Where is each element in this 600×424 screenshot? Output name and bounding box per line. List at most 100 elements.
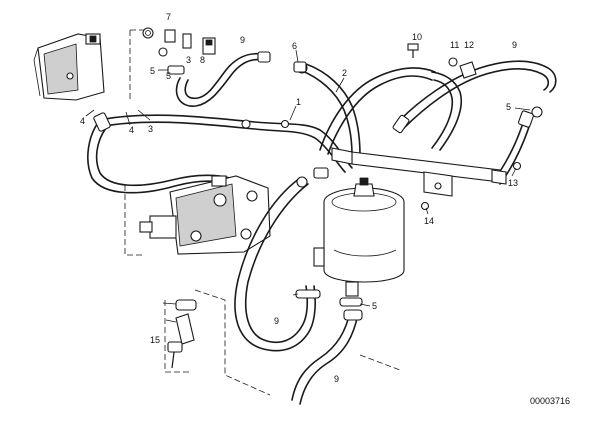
callout-9b: 9 [512, 40, 517, 50]
union-bolt-8-head [205, 39, 213, 46]
leader-lines [85, 49, 531, 323]
seal-ring-top [142, 27, 154, 39]
reservoir-band [333, 249, 397, 257]
dash-lower-left [164, 300, 190, 373]
hose-left-outer [87, 119, 229, 194]
pump-bolt-b [246, 190, 258, 202]
callout-8: 8 [200, 55, 205, 65]
hose-suction-sleeve [343, 309, 363, 321]
hose-1 [99, 114, 353, 173]
pump-bolt-a [213, 193, 227, 207]
fluid-reservoir [313, 177, 405, 297]
callout-4a: 4 [80, 116, 85, 126]
leader-6c [292, 293, 299, 296]
reservoir-cap [353, 183, 375, 197]
hose-suction [291, 309, 363, 405]
callout-6: 6 [292, 41, 297, 51]
callout-3b: 3 [148, 124, 153, 134]
drawing-code: 00003716 [530, 396, 570, 406]
hose-2-and-bracket [296, 62, 361, 156]
callout-2: 2 [342, 68, 347, 78]
hose-9-top-end [257, 51, 271, 63]
hose-2-edge-a [299, 69, 353, 156]
hose-middle-drop-a [431, 71, 463, 151]
hose-1-upper-edge [99, 114, 353, 169]
callout-5a: 5 [150, 66, 155, 76]
pipe-fitting-15 [175, 313, 195, 345]
leader-5c [359, 303, 371, 307]
hose-left-loop [87, 112, 231, 194]
callout-11: 11 [450, 40, 459, 50]
hose-9-arch-inner [327, 75, 433, 155]
fitting-6 [293, 61, 307, 73]
callout-10: 10 [412, 32, 422, 42]
dash-bottom-right [359, 354, 401, 371]
hose-suction-a [291, 311, 351, 401]
hose-right-down-cap [517, 110, 535, 128]
fittings-cluster-right [407, 43, 543, 211]
callout-7: 7 [166, 12, 171, 22]
callout-3a: 3 [186, 55, 191, 65]
reservoir-inlet-pipe [313, 247, 325, 267]
bolt-10-head [407, 43, 419, 51]
clip-12 [459, 61, 477, 79]
gear-bolt [66, 72, 74, 80]
hose-1-lower-edge [99, 121, 346, 173]
leader-4b [125, 111, 131, 126]
hose-feed-long [234, 167, 329, 352]
hose-clamp-5-right [531, 106, 543, 118]
leader-6 [295, 49, 299, 63]
callout-12: 12 [464, 40, 474, 50]
pump-bolt-d [190, 230, 202, 242]
lower-fitting-stack [167, 299, 197, 369]
hose-feed-clamp [313, 167, 329, 179]
nut-14 [420, 201, 430, 211]
hose-9-right-outer [399, 60, 557, 121]
callout-4b: 4 [129, 125, 134, 135]
reservoir-can [323, 202, 405, 283]
pipe-fitting-15-stub [171, 351, 175, 369]
pipe-fitting-15-nut [167, 341, 183, 353]
leader-15 [165, 319, 177, 323]
callout-9a: 9 [240, 35, 245, 45]
washer-11 [448, 57, 458, 67]
nut-13 [512, 161, 522, 171]
dash-lower-mid [194, 289, 271, 396]
hose-left-end-fitting [93, 112, 111, 132]
pump-pulley-hub [149, 215, 177, 239]
clamp-6 [293, 61, 307, 73]
pump-shaft [139, 221, 153, 233]
bracket-foot-hole [434, 182, 442, 190]
gear-cut-edge [33, 47, 41, 97]
steering-pump [139, 175, 271, 255]
hose-feed-top-fitting [296, 176, 308, 188]
leader-14 [425, 207, 429, 215]
hose-9-top [175, 51, 271, 107]
hose-9-arch-outer [319, 67, 436, 151]
leader-6b [162, 302, 177, 305]
gear-port-nut [89, 35, 97, 43]
pump-bolt-c [240, 228, 252, 240]
reservoir-outlet-pipe [345, 281, 359, 297]
pump-outlet-port [211, 175, 227, 187]
dash-pump-left [124, 185, 145, 256]
hose-middle-drop-b [431, 79, 454, 149]
hose-2-edge-b [305, 63, 361, 156]
callout-14: 14 [424, 216, 434, 226]
seal-ring-9 [158, 47, 168, 57]
callout-labels: 1 2 3 3 4 4 5 5 5 5 6 7 8 9 9 9 9 10 11 … [80, 12, 518, 384]
hose-9-arch [319, 60, 557, 155]
hose-suction-b [299, 313, 359, 405]
hose-feed-long-inner [244, 183, 309, 344]
hose-9-top-edge-b [184, 52, 263, 100]
bracket-right-tab [491, 169, 507, 185]
banjo-bolt-3 [182, 33, 192, 49]
hose-1-fitting [241, 119, 251, 129]
mounting-bracket [331, 147, 507, 197]
leader-3a [137, 109, 151, 121]
steering-gear [33, 33, 105, 101]
callout-13: 13 [508, 178, 518, 188]
hose-9-top-edge-a [175, 58, 263, 107]
hose-9-right-sleeve [392, 114, 410, 134]
